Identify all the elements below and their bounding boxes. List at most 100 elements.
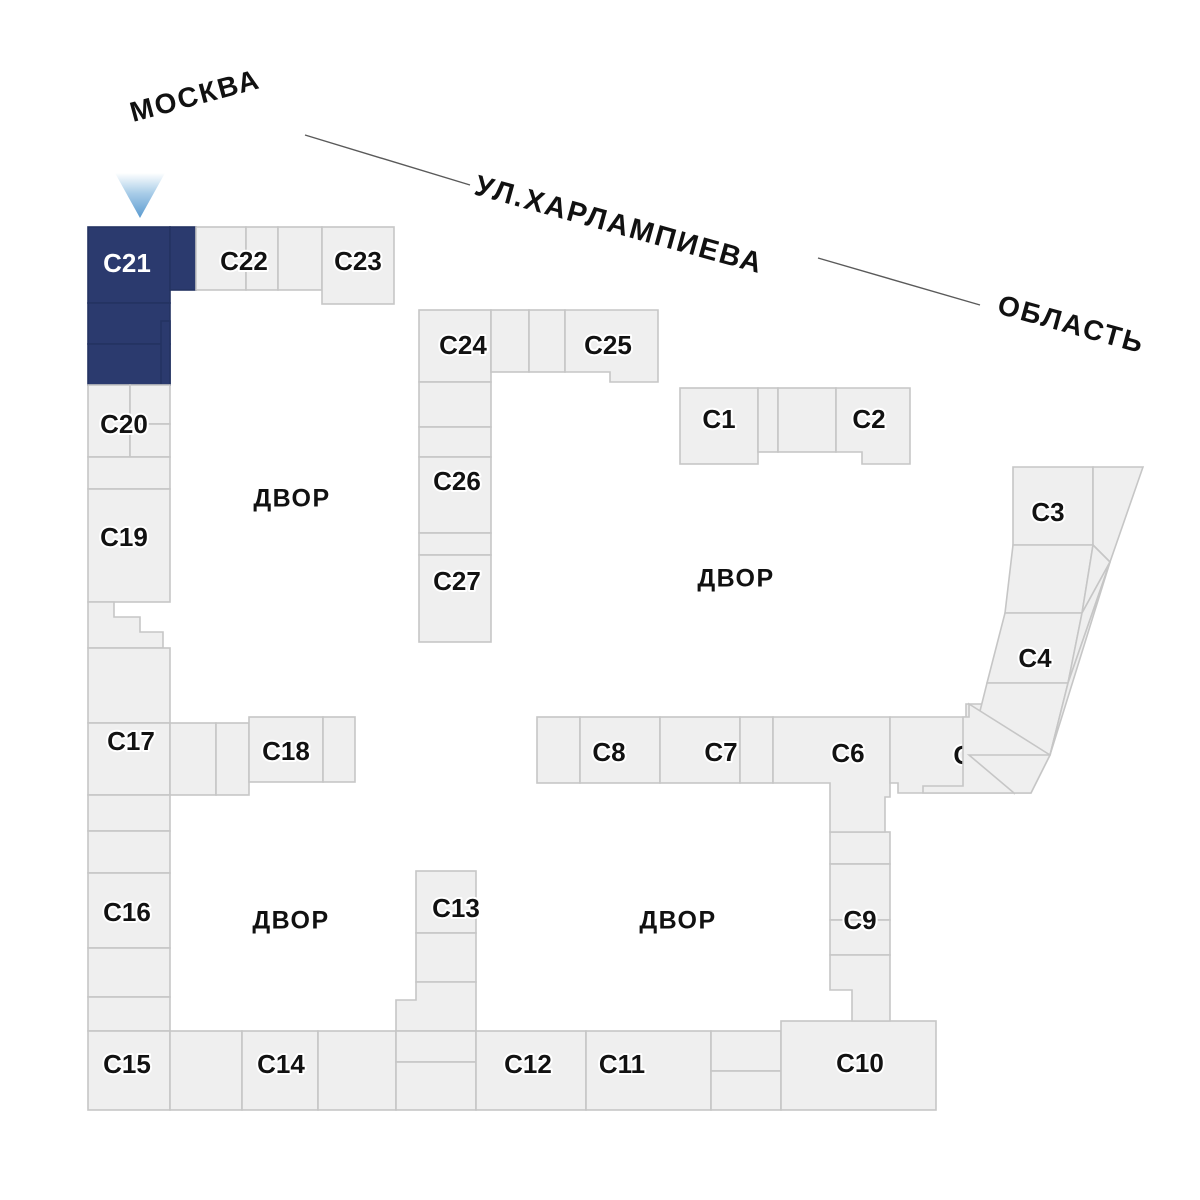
section-c21-c[interactable] bbox=[87, 302, 171, 345]
section-c6-a[interactable] bbox=[772, 716, 891, 833]
section-c25-a[interactable] bbox=[528, 309, 566, 373]
section-group-c19[interactable]: С19 bbox=[87, 488, 171, 649]
section-group-c1[interactable]: С1 bbox=[679, 387, 779, 465]
section-c1-b[interactable] bbox=[757, 387, 779, 453]
section-group-c25[interactable]: С25 bbox=[528, 309, 659, 383]
location-marker[interactable] bbox=[115, 173, 165, 218]
section-c7-a[interactable] bbox=[659, 716, 741, 784]
section-c17-c[interactable] bbox=[169, 722, 217, 796]
section-label-c11: С11 bbox=[599, 1049, 645, 1079]
section-group-c20[interactable]: С20 bbox=[87, 384, 171, 490]
section-c5-c[interactable] bbox=[1049, 561, 1111, 756]
section-c11-b[interactable] bbox=[710, 1030, 782, 1072]
section-c20-c[interactable] bbox=[129, 423, 171, 458]
section-c10-a[interactable] bbox=[780, 1020, 937, 1111]
section-c7-b[interactable] bbox=[739, 716, 774, 784]
section-group-c11[interactable]: С11 bbox=[585, 1030, 782, 1111]
section-group-c10[interactable]: С10 bbox=[780, 1020, 937, 1111]
section-label-c24: С24 bbox=[439, 330, 487, 360]
section-label-c10: С10 bbox=[836, 1048, 884, 1078]
section-c2-a[interactable] bbox=[777, 387, 837, 453]
section-c12-b[interactable] bbox=[475, 1030, 587, 1111]
section-group-c7[interactable]: С7 bbox=[659, 716, 774, 784]
section-c26-a[interactable] bbox=[418, 381, 492, 428]
section-group-c3[interactable]: С3 bbox=[1012, 466, 1145, 564]
section-c19-a[interactable] bbox=[87, 488, 171, 603]
section-c9-d[interactable] bbox=[829, 954, 891, 1022]
section-group-c23[interactable]: С23 bbox=[321, 226, 395, 305]
section-c23-a[interactable] bbox=[321, 226, 395, 305]
section-c17-b[interactable] bbox=[87, 722, 171, 796]
section-group-c5b[interactable] bbox=[922, 561, 1111, 794]
section-c8-a[interactable] bbox=[536, 716, 581, 784]
section-c3-b[interactable] bbox=[1092, 466, 1145, 564]
section-group-c6[interactable]: С6 bbox=[772, 716, 891, 833]
section-c21-b[interactable] bbox=[169, 226, 197, 291]
section-c16-a[interactable] bbox=[87, 794, 171, 832]
section-c15-a[interactable] bbox=[87, 1030, 171, 1111]
section-label-c7: С7 bbox=[704, 737, 737, 767]
section-group-c22[interactable]: С22 bbox=[195, 226, 323, 291]
section-c9-a[interactable] bbox=[829, 831, 891, 865]
section-c14-b[interactable] bbox=[317, 1030, 397, 1111]
section-c13-d[interactable] bbox=[395, 1030, 477, 1063]
section-group-c8[interactable]: С8 bbox=[536, 716, 661, 784]
section-group-c12[interactable]: С12 bbox=[395, 1030, 587, 1111]
section-c19-steps[interactable] bbox=[87, 601, 164, 649]
section-c20-d[interactable] bbox=[87, 456, 171, 490]
section-c16-e[interactable] bbox=[87, 996, 171, 1032]
section-group-c17[interactable]: С17 bbox=[87, 647, 250, 796]
section-group-c2[interactable]: С2 bbox=[777, 387, 911, 465]
section-group-c21[interactable]: С21 bbox=[87, 226, 197, 386]
section-group-c14[interactable]: С14 bbox=[241, 1030, 397, 1111]
section-c13-a[interactable] bbox=[415, 870, 477, 934]
location-pin-down-arrow-icon[interactable] bbox=[115, 173, 165, 218]
section-c11-a[interactable] bbox=[585, 1030, 712, 1111]
section-group-c26[interactable]: С26 bbox=[418, 381, 492, 534]
section-c4-a[interactable] bbox=[1004, 544, 1094, 614]
section-c9-b[interactable] bbox=[829, 863, 891, 921]
section-c12-a[interactable] bbox=[395, 1061, 477, 1111]
section-group-c16[interactable]: С16 bbox=[87, 794, 171, 1032]
section-group-c15[interactable]: С15 bbox=[87, 1030, 243, 1111]
section-label-c19: С19 bbox=[100, 522, 148, 552]
section-group-c13[interactable]: С13 bbox=[395, 870, 482, 1063]
section-c2-b[interactable] bbox=[835, 387, 911, 465]
section-c25-b[interactable] bbox=[564, 309, 659, 383]
section-c13-c[interactable] bbox=[395, 981, 477, 1032]
section-c21-e[interactable] bbox=[160, 320, 171, 386]
section-c18-a[interactable] bbox=[248, 716, 324, 783]
section-c5-e[interactable] bbox=[966, 754, 1052, 794]
section-c21-a[interactable] bbox=[87, 226, 171, 304]
section-c18-b[interactable] bbox=[322, 716, 356, 783]
section-c22-a[interactable] bbox=[195, 226, 247, 291]
section-label-c18: С18 bbox=[262, 736, 310, 766]
section-c17-a[interactable] bbox=[87, 647, 171, 724]
section-c27-b[interactable] bbox=[418, 554, 492, 643]
section-c16-b[interactable] bbox=[87, 830, 171, 874]
section-c24-b[interactable] bbox=[490, 309, 530, 373]
section-c9-c[interactable] bbox=[829, 919, 891, 956]
section-c20-a[interactable] bbox=[87, 384, 131, 458]
section-c21-d[interactable] bbox=[87, 343, 171, 386]
section-group-c24[interactable]: С24 bbox=[418, 309, 530, 383]
section-c26-b[interactable] bbox=[418, 426, 492, 458]
section-label-c6: С6 bbox=[831, 738, 864, 768]
section-group-c18[interactable]: С18 bbox=[248, 716, 356, 783]
section-c13-b[interactable] bbox=[415, 932, 477, 983]
section-c16-c[interactable] bbox=[87, 872, 171, 949]
section-group-c27[interactable]: С27 bbox=[418, 532, 492, 643]
section-c22-c[interactable] bbox=[277, 226, 323, 291]
section-c16-d[interactable] bbox=[87, 947, 171, 998]
section-c20-b[interactable] bbox=[129, 384, 171, 425]
section-c27-a[interactable] bbox=[418, 532, 492, 556]
section-group-c9[interactable]: С9 bbox=[829, 831, 891, 1022]
section-c8-b[interactable] bbox=[579, 716, 661, 784]
section-c14-a[interactable] bbox=[241, 1030, 319, 1111]
section-c11-c[interactable] bbox=[710, 1070, 782, 1111]
section-c17-d[interactable] bbox=[215, 722, 250, 796]
section-c15-b[interactable] bbox=[169, 1030, 243, 1111]
section-c26-c[interactable] bbox=[418, 456, 492, 534]
